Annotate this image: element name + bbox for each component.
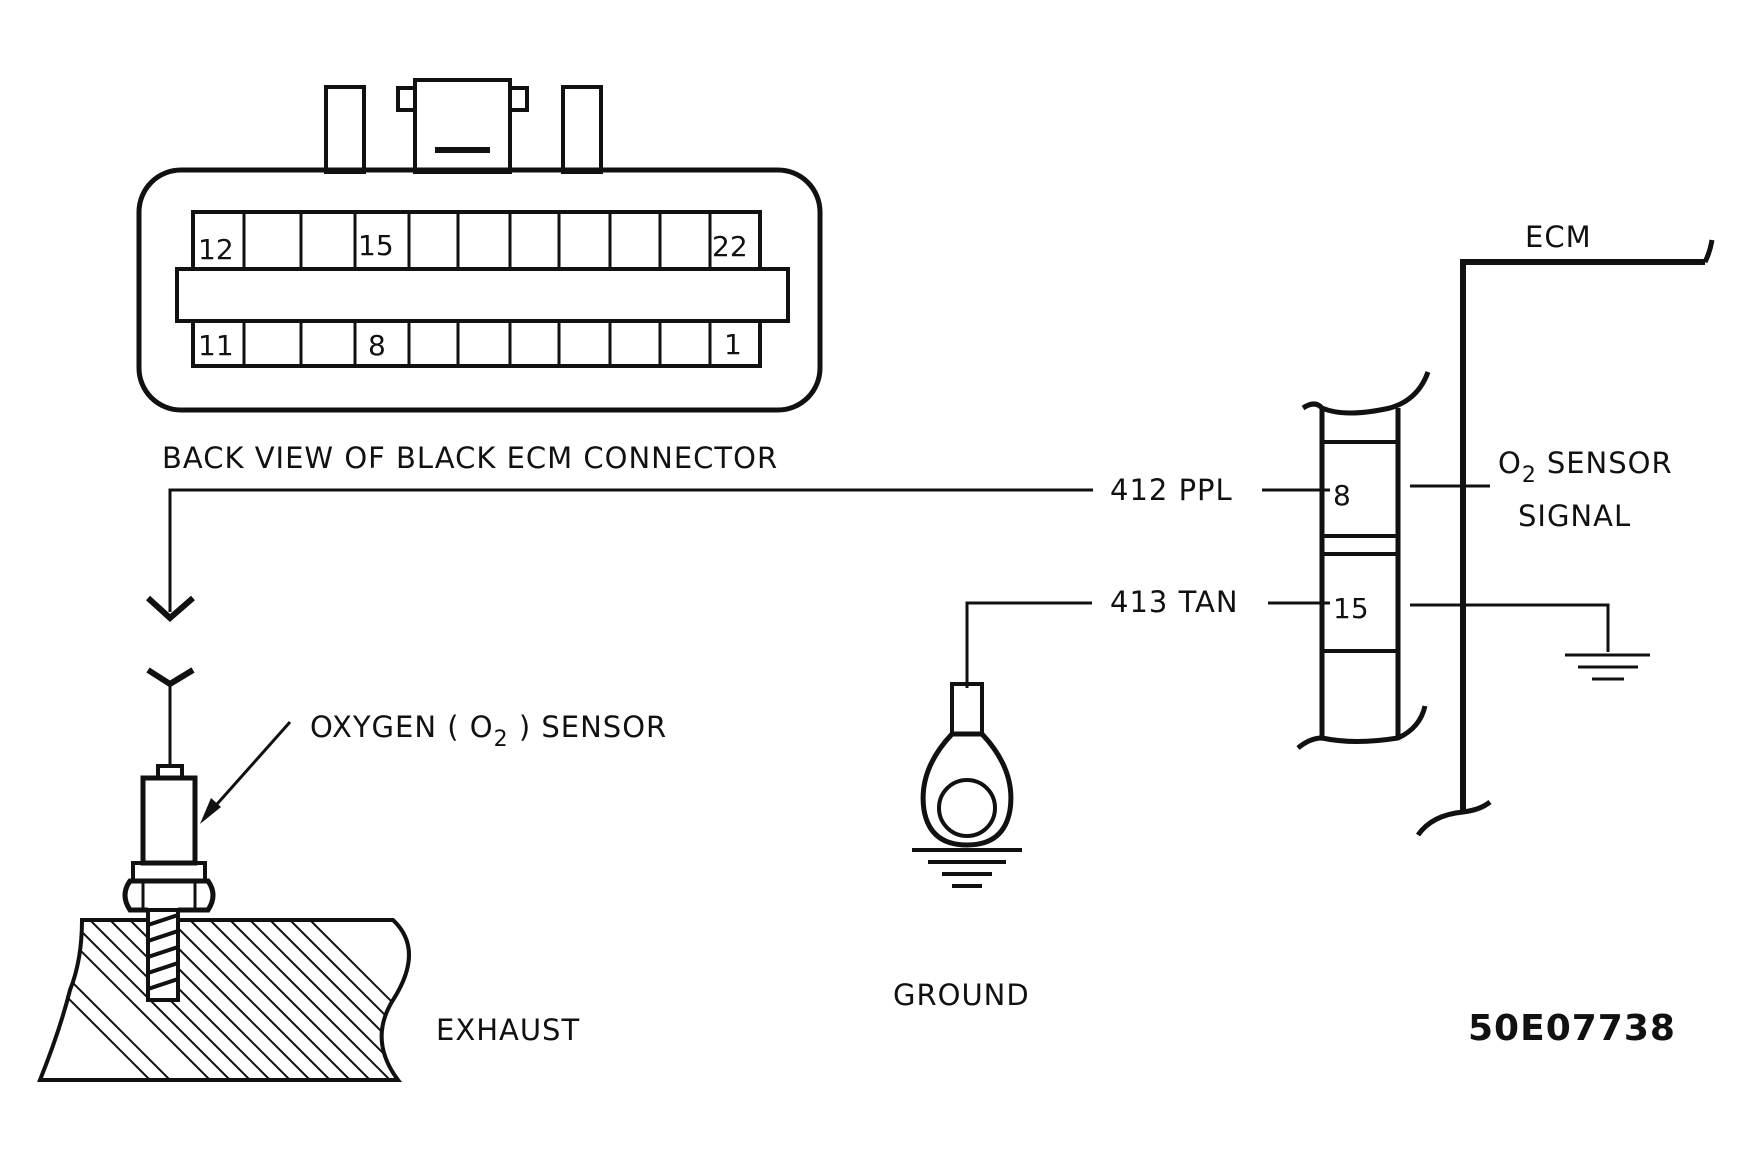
ground-ring-terminal	[912, 682, 1022, 888]
figure-id: 50E07738	[1468, 1008, 1676, 1049]
o2-subscript: 2	[1522, 463, 1537, 488]
connector-post-right	[561, 85, 603, 174]
pin-number-1: 1	[724, 328, 742, 361]
exhaust-label: EXHAUST	[436, 1013, 580, 1047]
connector-post-left	[324, 85, 366, 174]
wire-label-412-ppl: 412 PPL	[1110, 473, 1233, 507]
connector-shell	[136, 167, 823, 413]
signal-wire	[145, 488, 1330, 768]
ecm-boundary	[1410, 239, 1715, 837]
connector-top-row	[191, 210, 762, 271]
sensor-label-part2: ) SENSOR	[509, 710, 668, 744]
pin-number-15: 15	[358, 229, 394, 262]
pin-number-11: 11	[198, 329, 234, 362]
ecm-label: ECM	[1525, 220, 1592, 254]
o2-sensor-signal-label: O2 SENSOR SIGNAL	[1498, 446, 1673, 533]
connector-arrow-male	[146, 667, 195, 688]
connector-latch	[396, 78, 529, 174]
pin-number-22: 22	[712, 230, 748, 263]
ecm-harness-connector	[1296, 371, 1431, 750]
pin-number-8: 8	[368, 329, 386, 362]
connector-bottom-row	[191, 319, 762, 368]
sensor-callout-arrowhead	[200, 798, 221, 824]
connector-center-rail	[175, 267, 790, 323]
connector-arrow-female	[145, 595, 195, 623]
o2-signal-word: SIGNAL	[1518, 499, 1631, 533]
ecm-terminal-15: 15	[1333, 592, 1369, 625]
ecm-terminal-8: 8	[1333, 479, 1351, 512]
exhaust-section	[37, 900, 411, 1082]
o2-letter: O	[1498, 446, 1522, 480]
o2-signal-sensor-word: SENSOR	[1547, 446, 1673, 480]
oxygen-sensor-label: OXYGEN ( O2 ) SENSOR	[310, 710, 667, 752]
ground-label: GROUND	[893, 978, 1030, 1012]
wire-label-413-tan: 413 TAN	[1110, 585, 1239, 619]
connector-caption: BACK VIEW OF BLACK ECM CONNECTOR	[162, 441, 778, 475]
sensor-callout-line	[208, 721, 292, 813]
pin-number-12: 12	[198, 233, 234, 266]
sensor-label-subscript: 2	[494, 727, 509, 752]
sensor-label-part1: OXYGEN ( O	[310, 710, 494, 744]
ecm-connector: 12 15 22 11 8 1	[136, 78, 823, 413]
